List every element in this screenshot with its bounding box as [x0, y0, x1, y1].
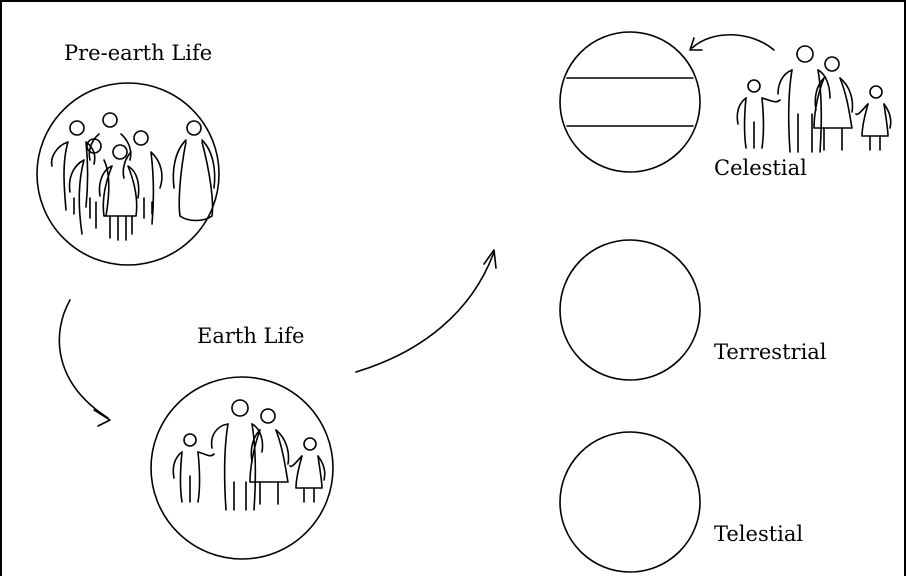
celestial-label: Celestial — [714, 158, 807, 179]
arrow-pre-earth-to-earth — [59, 300, 110, 426]
arrow-family-to-celestial — [690, 35, 774, 50]
pre-earth-life-label: Pre-earth Life — [64, 43, 212, 64]
eternal-family-icon — [737, 46, 890, 152]
telestial-label: Telestial — [714, 524, 803, 545]
telestial-circle — [560, 432, 700, 572]
arrow-earth-to-kingdoms — [356, 250, 496, 372]
terrestrial-label: Terrestrial — [714, 342, 827, 363]
spirit-family-group-icon — [52, 113, 215, 240]
terrestrial-circle — [560, 240, 700, 380]
earth-life-label: Earth Life — [197, 326, 304, 347]
celestial-circle — [560, 32, 700, 172]
earth-circle — [151, 377, 333, 559]
mortal-family-icon — [173, 400, 324, 510]
